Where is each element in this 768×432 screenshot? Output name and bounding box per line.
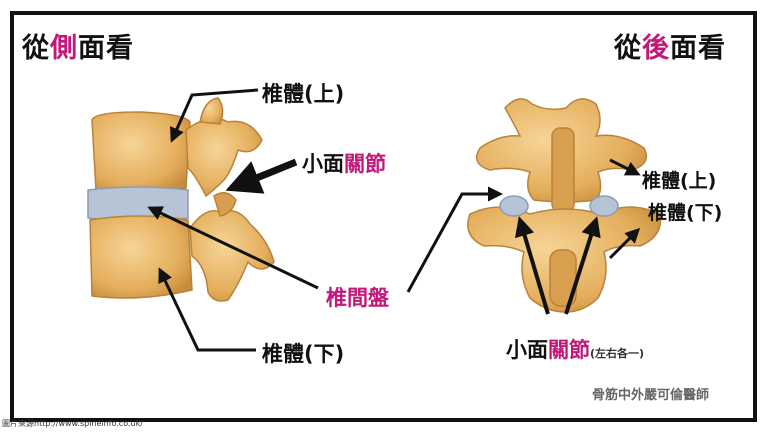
image-source: 圖片來源http://www.spineinfo.co.uk/ (2, 419, 143, 428)
back-view-arrows (406, 158, 641, 315)
label-disc-text: 椎間盤 (326, 286, 389, 310)
label-back-vertebral-body-lower: 椎體(下) (648, 202, 723, 224)
label-facet-highlight: 關節 (344, 152, 386, 176)
label-back-facet-prefix: 小面 (506, 338, 548, 362)
label-back-facet-highlight: 關節 (548, 338, 590, 362)
title-side-view: 從側面看 (22, 26, 134, 65)
title-side-suffix: 面看 (78, 33, 134, 64)
label-back-vertebral-body-upper: 椎體(上) (642, 170, 717, 192)
label-facet-prefix: 小面 (302, 152, 344, 176)
label-vertebral-body-upper: 椎體(上) (262, 82, 345, 106)
label-vertebral-body-lower: 椎體(下) (262, 342, 345, 366)
back-view-spine (467, 98, 662, 313)
side-view-arrows (147, 88, 319, 352)
title-side-highlight: 側 (50, 33, 78, 64)
label-intervertebral-disc: 椎間盤 (326, 282, 389, 312)
label-back-facet-note: (左右各一) (590, 347, 645, 360)
title-side-prefix: 從 (22, 33, 50, 64)
author-credit: 骨筋中外嚴可倫醫師 (592, 388, 710, 403)
title-back-view: 從後面看 (614, 26, 726, 65)
side-view-spine (87, 97, 275, 302)
title-back-suffix: 面看 (670, 33, 726, 64)
title-back-prefix: 從 (614, 33, 642, 64)
label-back-facet-joint: 小面關節(左右各一) (506, 334, 644, 364)
label-facet-joint: 小面關節 (302, 148, 386, 178)
title-back-highlight: 後 (642, 33, 670, 64)
